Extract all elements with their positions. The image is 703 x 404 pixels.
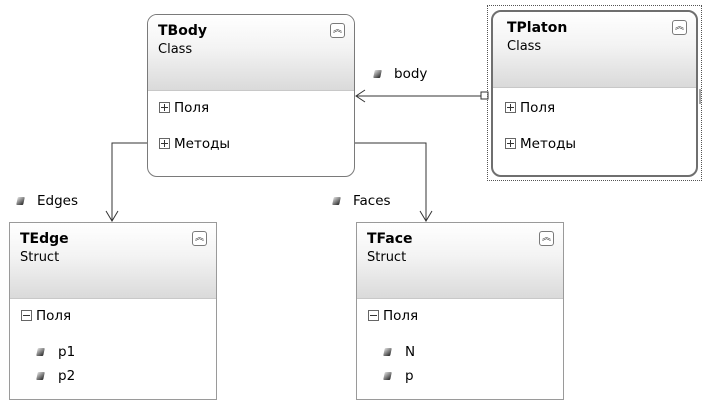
tedge-field-p1[interactable]: p1 <box>36 344 75 360</box>
tface-field-p[interactable]: p <box>383 368 414 384</box>
faces-association-arrowhead <box>419 210 433 222</box>
tplaton-selection-outline <box>487 5 702 181</box>
property-icon <box>373 70 382 78</box>
tedge-section-fields[interactable]: Поля <box>21 308 71 324</box>
tbody-section-fields[interactable]: Поля <box>159 100 209 116</box>
tface-header[interactable]: TFace Struct ︽ <box>357 223 563 299</box>
tface-field-n[interactable]: N <box>383 344 415 360</box>
tplaton-kind: Class <box>507 39 542 54</box>
tplaton-class-shape[interactable]: TPlaton Class ︽ Поля Методы <box>491 10 698 177</box>
field-icon <box>383 348 392 356</box>
tedge-kind: Struct <box>20 250 60 265</box>
tedge-field-p2[interactable]: p2 <box>36 368 75 384</box>
property-icon <box>332 197 341 205</box>
tface-section-fields[interactable]: Поля <box>368 308 418 324</box>
body-association-arrowhead <box>355 89 366 103</box>
collapse-icon[interactable]: ︽ <box>330 23 345 38</box>
field-icon <box>36 348 45 356</box>
collapse-icon[interactable]: ︽ <box>672 20 687 35</box>
collapse-icon[interactable]: ︽ <box>539 231 554 246</box>
collapse-section-icon[interactable] <box>21 310 32 321</box>
tbody-section-methods[interactable]: Методы <box>159 136 230 152</box>
body-association-anchor <box>480 91 489 100</box>
field-icon <box>36 372 45 380</box>
edges-association-arrowhead <box>105 210 119 222</box>
collapse-icon[interactable]: ︽ <box>192 231 207 246</box>
tplaton-section-fields[interactable]: Поля <box>505 100 555 116</box>
expand-icon[interactable] <box>159 102 170 113</box>
body-association-label[interactable]: body <box>373 66 427 82</box>
collapse-section-icon[interactable] <box>368 310 379 321</box>
tedge-title: TEdge <box>20 231 69 247</box>
tplaton-title: TPlaton <box>507 20 568 36</box>
property-icon <box>16 197 25 205</box>
field-icon <box>383 372 392 380</box>
tface-title: TFace <box>367 231 413 247</box>
expand-icon[interactable] <box>505 138 516 149</box>
edges-association-line <box>111 142 147 221</box>
expand-icon[interactable] <box>505 102 516 113</box>
tbody-class-shape[interactable]: TBody Class ︽ Поля Методы <box>147 14 355 177</box>
tedge-struct-shape[interactable]: TEdge Struct ︽ Поля p1 p2 <box>9 222 217 400</box>
faces-association-label[interactable]: Faces <box>332 193 391 209</box>
tbody-kind: Class <box>158 42 193 57</box>
tbody-title: TBody <box>158 23 207 39</box>
tplaton-header[interactable]: TPlaton Class ︽ <box>493 12 696 88</box>
tface-kind: Struct <box>367 250 407 265</box>
tface-struct-shape[interactable]: TFace Struct ︽ Поля N p <box>356 222 564 400</box>
tedge-header[interactable]: TEdge Struct ︽ <box>10 223 216 299</box>
expand-icon[interactable] <box>159 138 170 149</box>
edges-association-label[interactable]: Edges <box>16 193 78 209</box>
tbody-header[interactable]: TBody Class ︽ <box>148 15 354 91</box>
faces-association-line <box>353 142 427 221</box>
tplaton-section-methods[interactable]: Методы <box>505 136 576 152</box>
